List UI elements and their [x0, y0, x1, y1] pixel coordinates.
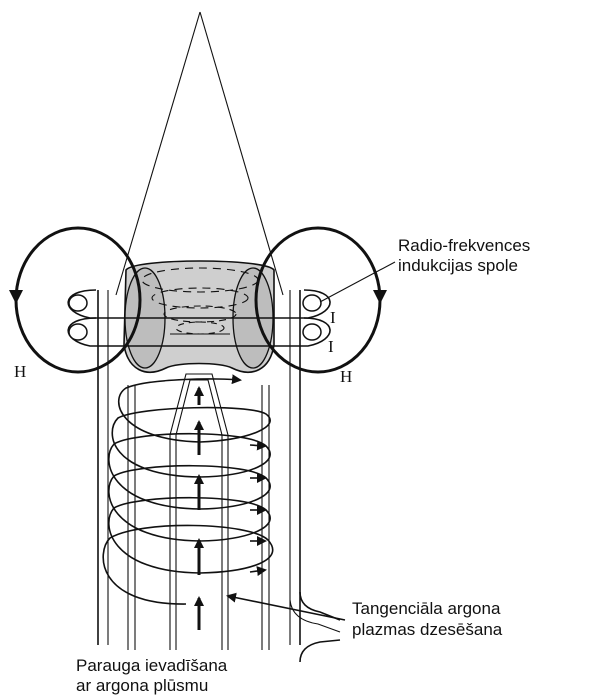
field-symbol-right: H — [340, 367, 352, 387]
rf-coil-label: Radio-frekvences indukcijas spole — [398, 236, 530, 276]
current-symbol-top: I — [330, 308, 336, 328]
sample-intro-label-line2: ar argona plūsmu — [76, 676, 227, 696]
rf-coil-label-line2: indukcijas spole — [398, 256, 530, 276]
field-arrow-left — [9, 290, 23, 304]
coil-end-left-bottom — [69, 324, 87, 340]
argon-spiral-flow — [103, 379, 273, 604]
plasma-fireball — [124, 261, 274, 372]
coolant-inlet-pipe — [290, 592, 340, 662]
sample-intro-label: Parauga ievadīšana ar argona plūsmu — [76, 656, 227, 696]
current-symbol-bottom: I — [328, 337, 334, 357]
coil-end-right-bottom — [303, 324, 321, 340]
coolant-leader-line — [228, 596, 345, 620]
coil-end-right-top — [303, 295, 321, 311]
rf-coil-label-line1: Radio-frekvences — [398, 236, 530, 256]
plasma-cone — [116, 12, 283, 295]
sample-intro-label-line1: Parauga ievadīšana — [76, 656, 227, 676]
coolant-label-line2: plazmas dzesēšana — [352, 619, 502, 640]
field-arrow-right — [373, 290, 387, 304]
field-symbol-left: H — [14, 362, 26, 382]
coil-end-left-top — [69, 295, 87, 311]
coolant-label-line1: Tangenciāla argona — [352, 598, 502, 619]
coolant-label: Tangenciāla argona plazmas dzesēšana — [352, 598, 502, 640]
